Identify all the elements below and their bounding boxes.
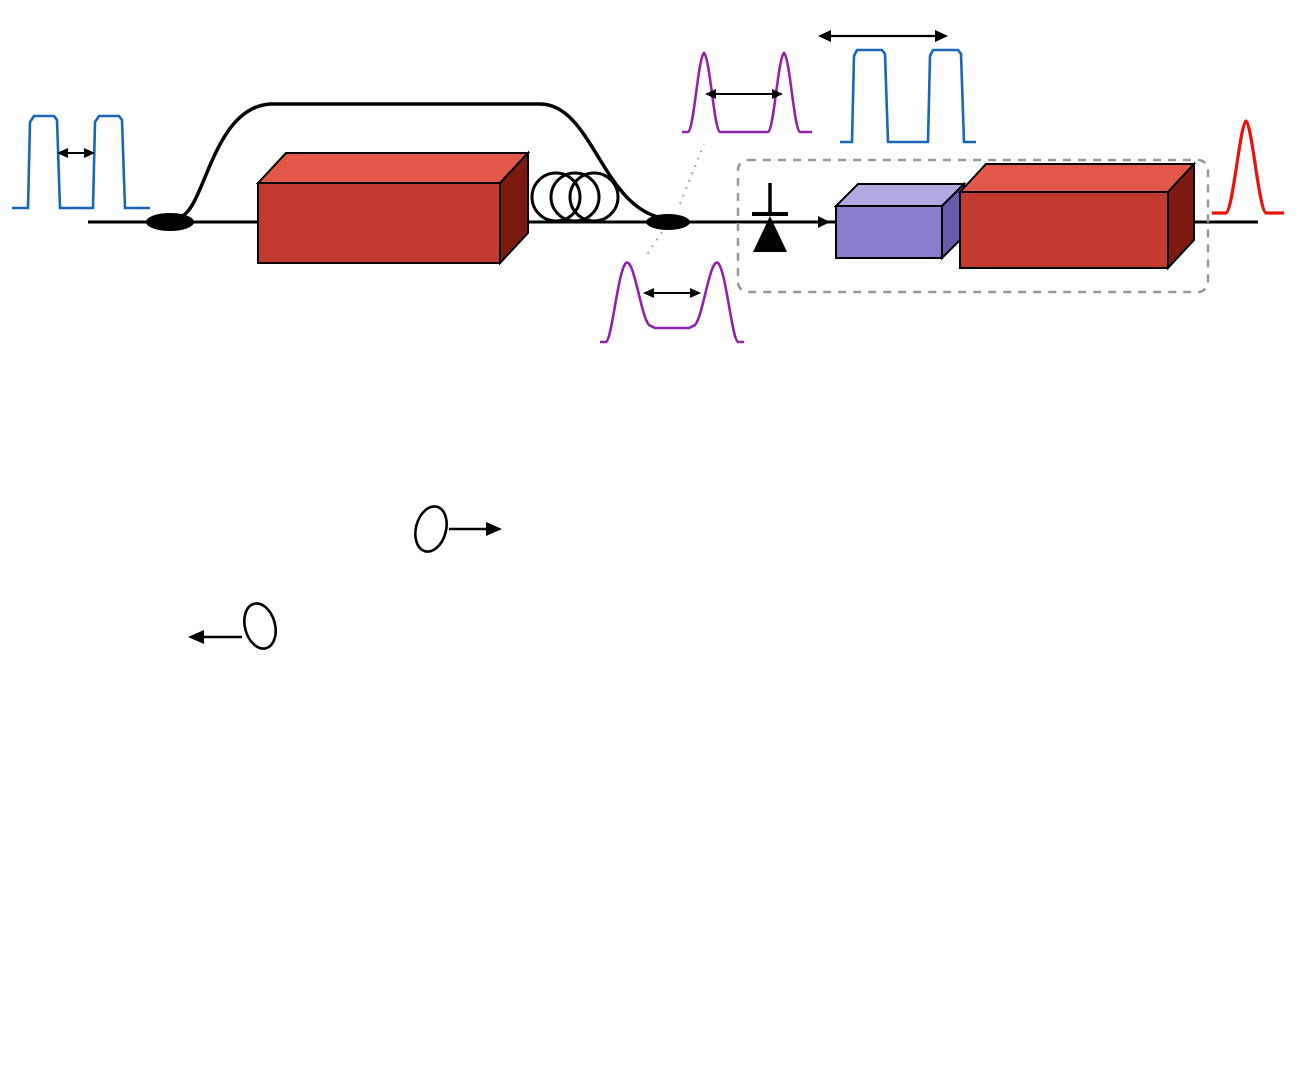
bypass-fiber-arm [179, 102, 663, 220]
panel-b-chart [188, 505, 502, 650]
receiver-dashed-box [736, 158, 1210, 294]
excitable-laser-2-box [957, 161, 1197, 271]
ld-box [833, 181, 967, 261]
coupler-2 [646, 214, 690, 230]
delayed-pulses-waveform [840, 48, 976, 144]
merged-pulses-waveform [600, 261, 744, 344]
excitable-laser-1-box [255, 150, 531, 266]
separated-dt-arrow [705, 89, 783, 99]
coupler-1 [146, 213, 194, 231]
diode-to-ld-arrow [792, 216, 830, 228]
separated-pulses-waveform [682, 51, 812, 134]
dotted-connector-up [679, 143, 705, 205]
pulse-duration-indicator [414, 505, 502, 553]
tau-arrow [818, 30, 948, 42]
photodiode-icon [752, 183, 788, 252]
peak-power-indicator [188, 602, 277, 650]
dotted-connector-down [645, 231, 663, 257]
output-spike-waveform [1212, 119, 1284, 215]
input-dt-arrow [57, 148, 95, 158]
panel-c-traces [690, 380, 1300, 1076]
merged-dt-arrow [643, 288, 701, 298]
panel-a-schematic [12, 30, 1284, 344]
smf-coil-icon [530, 171, 620, 223]
input-waveform [12, 114, 150, 210]
